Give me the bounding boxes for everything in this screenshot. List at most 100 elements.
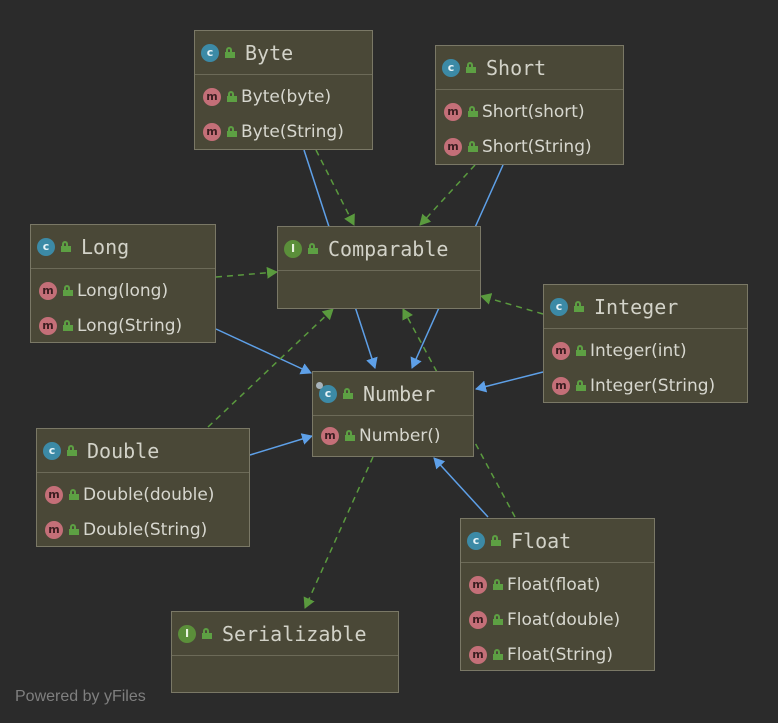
member-row[interactable]: m Number() <box>313 418 473 453</box>
public-lock-icon <box>202 628 212 639</box>
class-icon: c <box>43 441 61 460</box>
node-title: Serializable <box>222 621 367 646</box>
node-title: Short <box>486 55 547 80</box>
method-icon: m <box>39 281 57 300</box>
node-title: Comparable <box>328 236 449 261</box>
public-lock-icon <box>576 380 586 391</box>
edge-long-number <box>215 328 312 375</box>
public-lock-icon <box>576 345 586 356</box>
method-label: Long(String) <box>77 315 183 336</box>
method-label: Long(long) <box>77 280 169 301</box>
node-header: c Short <box>436 46 623 90</box>
node-header: c Double <box>37 429 249 473</box>
method-label: Float(String) <box>507 644 613 665</box>
class-node-byte[interactable]: c Byte m Byte(byte) m Byte(String) <box>194 30 373 150</box>
class-node-integer[interactable]: c Integer m Integer(int) m Integer(Strin… <box>543 284 748 403</box>
method-icon: m <box>45 485 63 504</box>
edge-double-number <box>249 433 313 456</box>
method-label: Number() <box>359 425 441 446</box>
public-lock-icon <box>63 320 73 331</box>
edge-integer-number <box>475 371 544 393</box>
class-node-short[interactable]: c Short m Short(short) m Short(String) <box>435 45 624 165</box>
node-header: c Float <box>461 519 654 563</box>
method-label: Short(String) <box>482 136 592 157</box>
powered-by-footer: Powered by yFiles <box>15 688 146 705</box>
method-label: Byte(String) <box>241 121 344 142</box>
interface-icon: I <box>284 239 302 258</box>
class-icon: c <box>467 531 485 550</box>
member-row[interactable]: m Short(short) <box>436 94 623 129</box>
node-header: c Byte <box>195 31 372 75</box>
member-row[interactable]: m Float(String) <box>461 637 654 672</box>
node-header: c Long <box>31 225 215 269</box>
public-lock-icon <box>468 141 478 152</box>
public-lock-icon <box>343 388 353 399</box>
member-row[interactable]: m Float(double) <box>461 602 654 637</box>
node-title: Byte <box>245 40 294 65</box>
public-lock-icon <box>345 430 355 441</box>
public-lock-icon <box>574 301 584 312</box>
public-lock-icon <box>225 47 235 58</box>
member-row[interactable]: m Integer(int) <box>544 333 747 368</box>
class-node-double[interactable]: c Double m Double(double) m Double(Strin… <box>36 428 250 547</box>
method-label: Short(short) <box>482 101 585 122</box>
member-row[interactable]: m Long(String) <box>31 308 215 343</box>
member-row[interactable]: m Float(float) <box>461 567 654 602</box>
public-lock-icon <box>491 535 501 546</box>
method-label: Integer(int) <box>590 340 687 361</box>
class-node-float[interactable]: c Float m Float(float) m Float(double) m… <box>460 518 655 671</box>
node-title: Long <box>81 234 130 259</box>
public-lock-icon <box>69 524 79 535</box>
edge-integer-comparable <box>480 293 544 315</box>
edge-number-serializable <box>303 456 374 609</box>
node-header: I Comparable <box>278 227 480 271</box>
member-row[interactable]: m Byte(String) <box>195 114 372 149</box>
member-row[interactable]: m Integer(String) <box>544 368 747 403</box>
interface-node-serializable[interactable]: I Serializable <box>171 611 399 693</box>
interface-node-comparable[interactable]: I Comparable <box>277 226 481 309</box>
method-label: Float(double) <box>507 609 621 630</box>
method-icon: m <box>444 102 462 121</box>
abstract-class-icon: c <box>316 381 337 403</box>
public-lock-icon <box>493 614 503 625</box>
node-title: Number <box>363 381 436 406</box>
member-row[interactable]: m Long(long) <box>31 273 215 308</box>
public-lock-icon <box>493 579 503 590</box>
method-icon: m <box>203 87 221 106</box>
edge-byte-comparable <box>315 149 355 226</box>
class-node-number[interactable]: c Number m Number() <box>312 371 474 457</box>
method-label: Double(double) <box>83 484 215 505</box>
member-row[interactable]: m Double(String) <box>37 512 249 547</box>
empty-member-section <box>278 271 480 307</box>
edge-long-comparable <box>215 266 278 279</box>
public-lock-icon <box>67 445 77 456</box>
class-icon: c <box>550 297 568 316</box>
method-label: Integer(String) <box>590 375 716 396</box>
method-icon: m <box>45 520 63 539</box>
public-lock-icon <box>227 91 237 102</box>
class-icon: c <box>201 43 219 62</box>
interface-icon: I <box>178 624 196 643</box>
public-lock-icon <box>468 106 478 117</box>
class-node-long[interactable]: c Long m Long(long) m Long(String) <box>30 224 216 343</box>
node-title: Integer <box>594 294 679 319</box>
method-icon: m <box>469 645 487 664</box>
class-icon: c <box>442 58 460 77</box>
public-lock-icon <box>63 285 73 296</box>
node-title: Float <box>511 528 572 553</box>
method-label: Float(float) <box>507 574 601 595</box>
method-icon: m <box>321 426 339 445</box>
edge-float-number <box>433 457 489 518</box>
member-row[interactable]: m Byte(byte) <box>195 79 372 114</box>
method-icon: m <box>203 122 221 141</box>
public-lock-icon <box>308 243 318 254</box>
member-row[interactable]: m Double(double) <box>37 477 249 512</box>
method-icon: m <box>39 316 57 335</box>
method-label: Double(String) <box>83 519 208 540</box>
public-lock-icon <box>69 489 79 500</box>
node-title: Double <box>87 438 160 463</box>
node-header: I Serializable <box>172 612 398 656</box>
method-label: Byte(byte) <box>241 86 332 107</box>
class-icon: c <box>37 237 55 256</box>
member-row[interactable]: m Short(String) <box>436 129 623 164</box>
